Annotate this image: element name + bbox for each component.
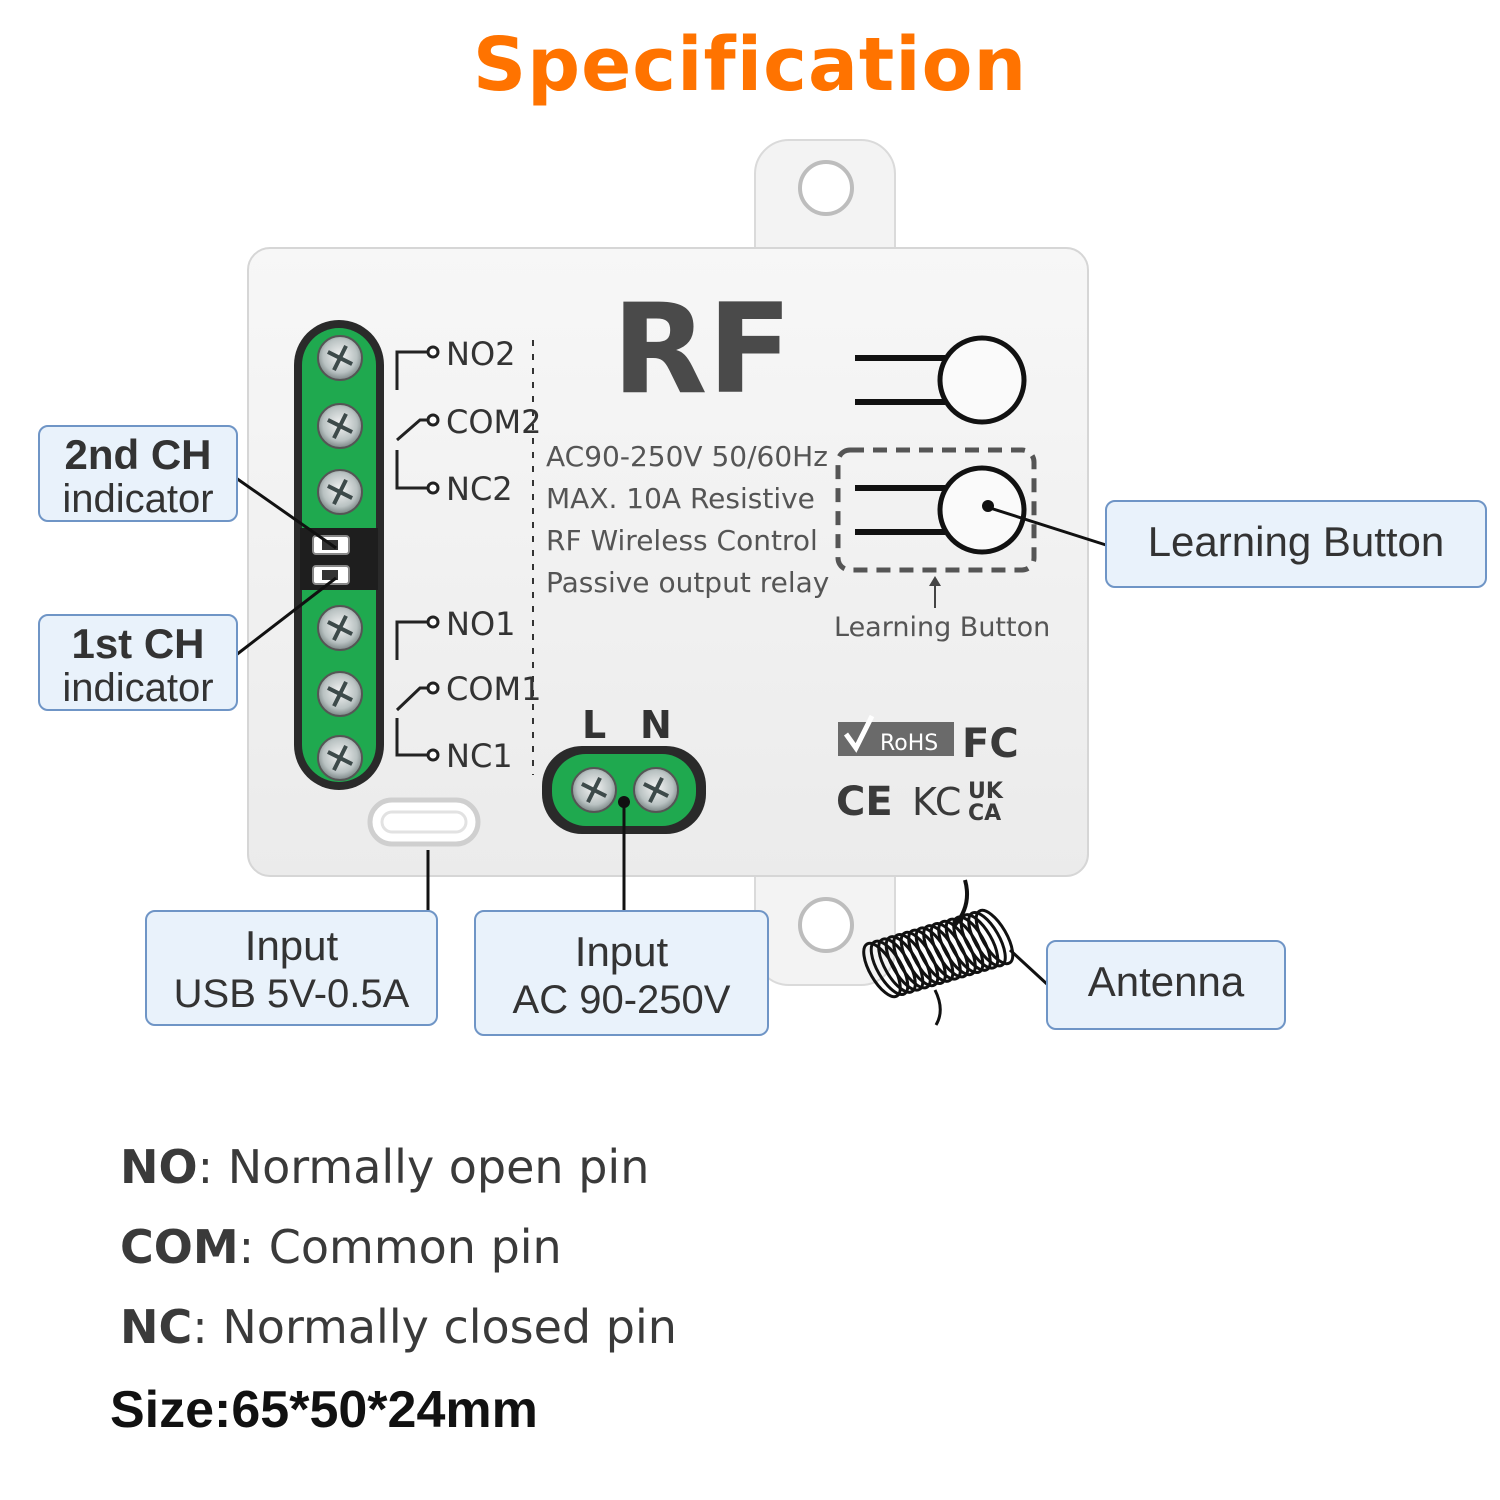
legend-item-com: COM: Common pin: [120, 1220, 562, 1274]
terminal-screws: [317, 335, 363, 781]
legend-term-no: NO: [120, 1140, 198, 1194]
usb-c-port: [367, 797, 481, 847]
indicator-led-1: [312, 565, 350, 585]
callout-1st-ch-title: 1st CH: [71, 620, 205, 667]
legend-term-com: COM: [120, 1220, 239, 1274]
callout-usb-title: Input: [244, 922, 339, 969]
page-title: Specification: [472, 22, 1028, 108]
terminal-label-nc1: NC1: [446, 737, 513, 775]
antenna-coil: [862, 879, 1015, 1026]
rohs-mark: [838, 714, 954, 756]
antenna-coil-loop: [967, 911, 1007, 968]
button-symbol-top: [855, 335, 1027, 425]
terminal-label-nc2: NC2: [446, 470, 513, 508]
learning-arrow-icon: [929, 576, 941, 608]
terminal-label-no1: NO1: [446, 605, 515, 643]
callout-1st-ch-indicator: 1st CH indicator: [38, 614, 238, 711]
terminal-block: [294, 320, 384, 790]
terminal-label-no2: NO2: [446, 335, 515, 373]
power-label-n: N: [640, 703, 672, 747]
callout-learning-button: Learning Button: [1105, 500, 1487, 588]
terminal-screw: [317, 735, 363, 781]
callout-ac-title: Input: [574, 928, 669, 975]
callout-ac-input: Input AC 90-250V: [474, 910, 769, 1036]
legend-item-no: NO: Normally open pin: [120, 1140, 649, 1194]
terminal-screw: [317, 671, 363, 717]
rf-brand-text: RF: [612, 278, 792, 422]
legend-item-nc: NC: Normally closed pin: [120, 1300, 677, 1354]
terminal-label-com1: COM1: [446, 670, 542, 708]
callout-usb-subtitle: USB 5V-0.5A: [173, 972, 410, 1016]
power-label-l: L: [582, 703, 606, 747]
power-screw-l: [571, 767, 617, 813]
callout-2nd-ch-subtitle: indicator: [62, 477, 214, 521]
legend-desc-com: : Common pin: [238, 1220, 562, 1274]
legend-desc-nc: : Normally closed pin: [192, 1300, 677, 1354]
ukca-mark: UK: [968, 779, 1004, 804]
callout-antenna: Antenna: [1046, 940, 1286, 1030]
spec-line-current: MAX. 10A Resistive: [546, 482, 815, 515]
legend-desc-no: : Normally open pin: [197, 1140, 650, 1194]
terminal-screw: [317, 403, 363, 449]
antenna-coil-loop: [959, 913, 1000, 970]
terminal-screw: [317, 469, 363, 515]
power-screw-n: [633, 767, 679, 813]
power-terminal-screws: [571, 767, 679, 813]
callout-learning-button-text: Learning Button: [1147, 518, 1445, 565]
ukca-mark-line2: CA: [968, 801, 1001, 826]
relay-wiring-symbols: [395, 345, 440, 762]
callout-usb-input: Input USB 5V-0.5A: [145, 910, 438, 1026]
legend-term-nc: NC: [120, 1300, 193, 1354]
learning-button-symbol: [835, 447, 1037, 573]
learning-button-caption: Learning Button: [834, 612, 1050, 643]
spec-line-voltage: AC90-250V 50/60Hz: [546, 440, 828, 473]
kc-mark: KC: [912, 780, 961, 824]
terminal-label-com2: COM2: [446, 403, 542, 441]
size-spec: Size:65*50*24mm: [110, 1381, 538, 1439]
terminal-screw: [317, 335, 363, 381]
callout-ac-subtitle: AC 90-250V: [512, 978, 731, 1022]
fc-mark: FC: [962, 721, 1019, 767]
antenna-coil-loop: [974, 908, 1015, 966]
terminal-screw: [317, 605, 363, 651]
callout-1st-ch-subtitle: indicator: [62, 666, 214, 710]
callout-2nd-ch-title: 2nd CH: [64, 431, 212, 478]
rohs-label: RoHS: [880, 731, 938, 756]
spec-line-relay: Passive output relay: [546, 566, 829, 599]
callout-2nd-ch-indicator: 2nd CH indicator: [38, 425, 238, 522]
spec-line-rf: RF Wireless Control: [546, 524, 818, 557]
ce-mark: CE: [836, 779, 893, 825]
callout-antenna-text: Antenna: [1087, 958, 1245, 1005]
callout-leader-lines: [235, 476, 1107, 987]
